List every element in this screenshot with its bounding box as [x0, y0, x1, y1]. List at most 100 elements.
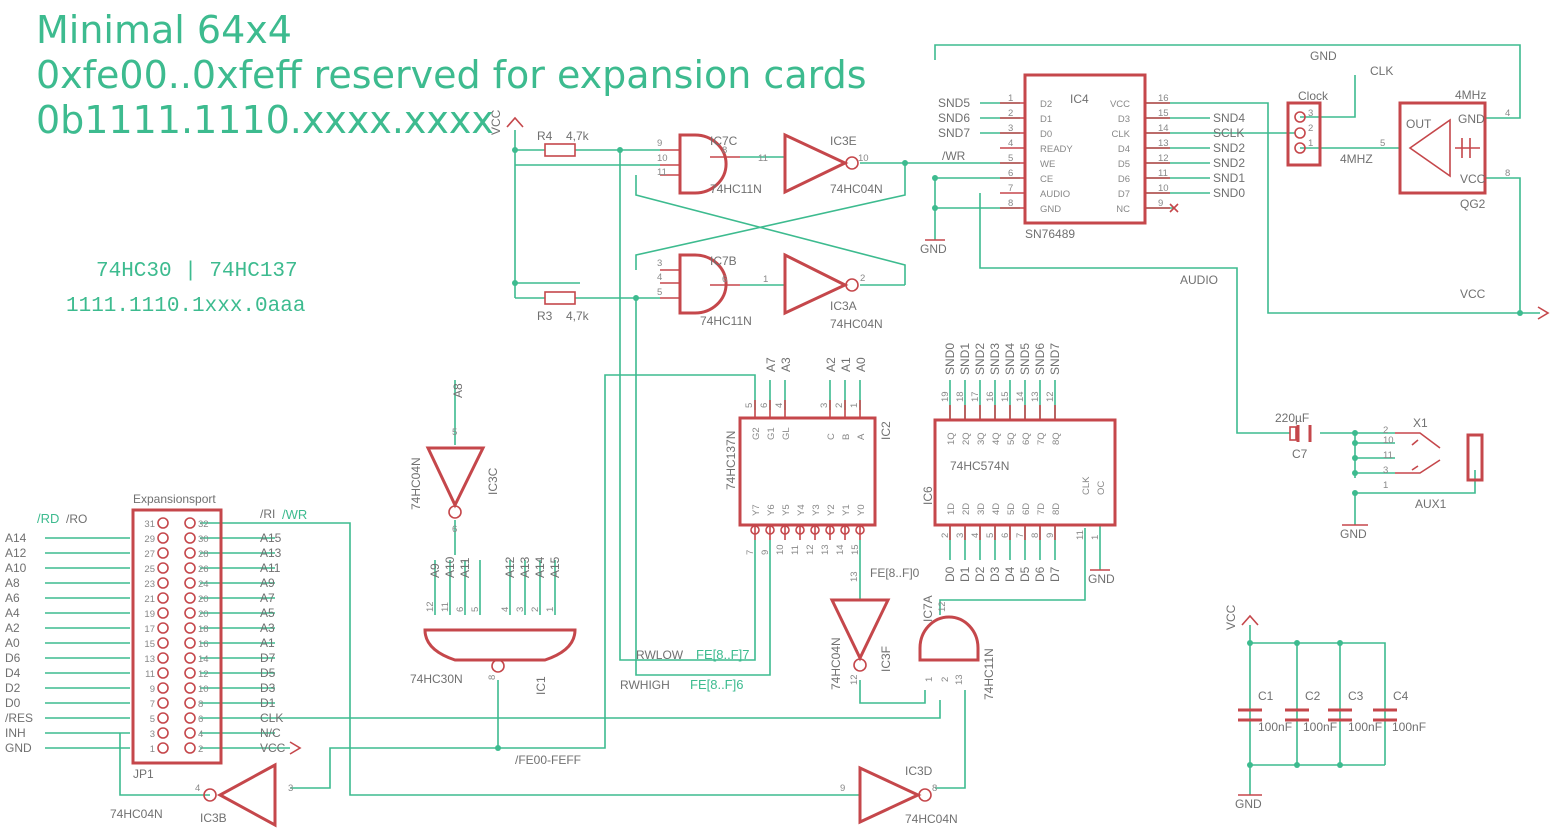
ic2-pin-num: 9: [760, 550, 771, 555]
ic6-pin-name: 3Q: [976, 432, 987, 445]
jp1-pin-right: [184, 667, 196, 679]
ic1-net: A13: [518, 556, 532, 578]
ic2-pin-num: 6: [759, 403, 770, 408]
ic4-pin-name: AUDIO: [1040, 189, 1070, 200]
ic4-net-right: SND4: [1213, 111, 1245, 125]
jp1-net-right: A5: [260, 606, 275, 620]
ic6-net-top: SND0: [943, 343, 957, 375]
ic3f-pin-num: 13: [849, 571, 860, 582]
ic2-out-bubble: [810, 525, 820, 535]
ic6-net-top: SND5: [1018, 343, 1032, 375]
ic3a-label: IC3A: [830, 299, 857, 313]
ic2-out-bubble: [780, 525, 790, 535]
ic1-pin-num: 5: [470, 607, 481, 612]
jp1-net-right: D7: [260, 651, 276, 665]
c7-value: 220µF: [1275, 411, 1309, 425]
ic2-pin-name: Y1: [841, 504, 852, 516]
ic6-pin-num: 9: [1045, 533, 1056, 538]
c2-label: C2: [1305, 689, 1321, 703]
jp1-net-right: A11: [260, 561, 281, 575]
jp1-pin-num-right: 4: [198, 729, 203, 740]
jp1-pin-num-left: 17: [144, 624, 155, 635]
clock-freq: 4MHZ: [1340, 152, 1373, 166]
jp1-pin-num-right: 6: [198, 714, 203, 725]
jp1-pin-right: [184, 652, 196, 664]
jp1-pin-right: [184, 517, 196, 529]
ic3a-part: 74HC04N: [830, 317, 883, 331]
ic7c-pin-num: 10: [657, 153, 668, 164]
ic6-pin-name: OC: [1096, 481, 1107, 495]
ic7c-pin-num: 11: [657, 167, 667, 178]
ic3f-part: 74HC04N: [829, 637, 843, 690]
jp1-net-right: VCC: [260, 741, 286, 755]
ic6-pin-num: 11: [1075, 530, 1086, 540]
a2-label: A2: [824, 357, 838, 372]
jp1-net-right: A3: [260, 621, 275, 635]
ic4-pin-num: 8: [1008, 198, 1013, 209]
ic4-pin-name: GND: [1040, 204, 1061, 215]
jp1-net-left: A12: [5, 546, 27, 560]
jp1-pin-left: [157, 712, 169, 724]
clock-pin-num: 1: [1308, 138, 1313, 149]
vcc-label-left: VCC: [489, 109, 503, 135]
jp1-net-left: A2: [5, 621, 20, 635]
ic1-out-pin-num: 8: [487, 675, 498, 680]
jp1-pin-num-left: 1: [150, 744, 155, 755]
ic3f-label: IC3F: [879, 646, 893, 672]
ic6-pin-name: 2Q: [961, 432, 972, 445]
ic6-pin-name: 1Q: [946, 432, 957, 445]
c4-label: C4: [1393, 689, 1409, 703]
ic4-pin-num: 6: [1008, 168, 1013, 179]
ic4-part: SN76489: [1025, 227, 1075, 241]
fe00-net: /FE00-FEFF: [515, 753, 581, 767]
ic2-out-bubble: [855, 525, 865, 535]
a7-label: A7: [764, 357, 778, 372]
jp1-pin-num-right: 28: [198, 549, 209, 560]
aux1-label: AUX1: [1415, 497, 1447, 511]
jp1-pin-num-right: 8: [198, 699, 203, 710]
ic6-net-bottom: D6: [1033, 566, 1047, 582]
note-pattern: 1111.1110.1xxx.0aaa: [66, 295, 306, 318]
jp1-pin-right: [184, 637, 196, 649]
jp1-pin-num-left: 21: [144, 594, 155, 605]
ic6-pin-name: CLK: [1081, 476, 1092, 495]
ic2-pin-name: C: [826, 433, 837, 440]
jp1-pin-num-left: 31: [144, 519, 155, 530]
jp1-pin-num-left: 27: [144, 549, 155, 560]
jp1-pin-num-right: 32: [198, 519, 209, 530]
ic7c-pin-num: 9: [657, 138, 662, 149]
ic4-left-pins: 1D2SND52D1SND63D0SND74READY5WE6CE7AUDIO8…: [938, 93, 1073, 215]
jp1-pin-right: [184, 697, 196, 709]
jp1-pin-num-right: 14: [198, 654, 209, 665]
clock-pin-num: 2: [1308, 123, 1313, 134]
ic4-pin-num: 13: [1158, 138, 1169, 149]
ic2-out-bubble: [825, 525, 835, 535]
ic1-net: A12: [503, 556, 517, 578]
ic6-part: 74HC574N: [950, 459, 1009, 473]
x1-pin-num: 3: [1383, 465, 1388, 476]
r3-value: 4,7k: [566, 309, 590, 323]
ic4-pin-num: 16: [1158, 93, 1169, 104]
ic2-pin-num: 13: [820, 544, 831, 555]
ic6-pin-name: 8Q: [1051, 432, 1062, 445]
ic6-pin-name: 4D: [991, 503, 1002, 515]
jp1-pin-num-right: 18: [198, 624, 209, 635]
ic6-pin-name: 8D: [1051, 503, 1062, 515]
jp1-pin-left: [157, 682, 169, 694]
ic6-pin-name: 5Q: [1006, 432, 1017, 445]
c4-value: 100nF: [1392, 720, 1426, 734]
ic3b-label: IC3B: [200, 811, 227, 825]
ic4-net-right: SCLK: [1213, 126, 1244, 140]
ic2-pin-num: 3: [819, 403, 830, 408]
ic6-pin-num: 19: [940, 391, 951, 402]
osc-gnd-pin-num: 4: [1505, 108, 1510, 119]
jp1-pin-left: [157, 742, 169, 754]
ic4-pin-name: VCC: [1110, 99, 1130, 110]
jp1-pin-left: [157, 607, 169, 619]
vcc-caps: VCC: [1224, 604, 1238, 630]
audio-net: AUDIO: [1180, 273, 1218, 287]
clk-label: CLK: [1370, 64, 1393, 78]
ic4-net-left: SND5: [938, 96, 970, 110]
jp1-net-left: D6: [5, 651, 21, 665]
qg2-label: QG2: [1460, 197, 1486, 211]
